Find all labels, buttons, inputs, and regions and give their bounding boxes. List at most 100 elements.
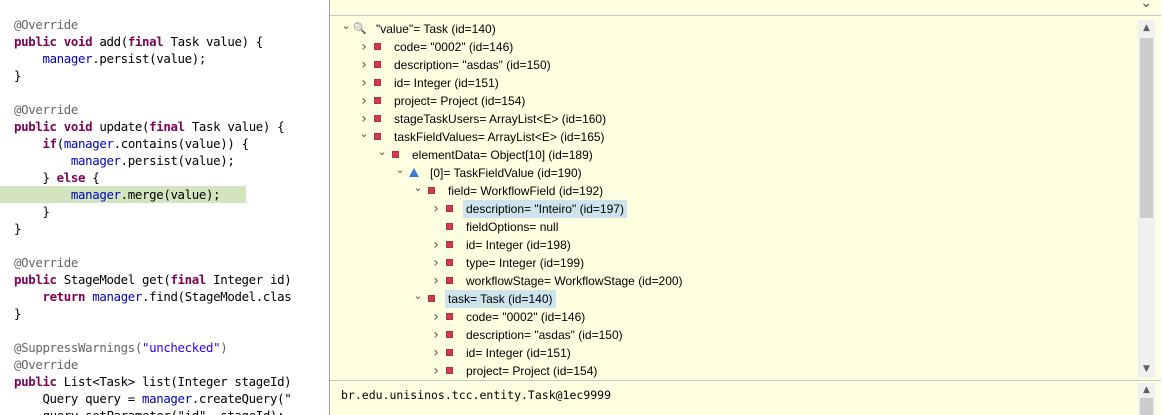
tree-node-label[interactable]: description= "Inteiro" (id=197) xyxy=(463,200,627,218)
collapse-chevron-icon[interactable]: › xyxy=(433,201,439,217)
tree-node-label[interactable]: fieldOptions= null xyxy=(466,220,559,234)
code-token: @Override xyxy=(14,255,78,270)
code-token: .find(StageModel.clas xyxy=(142,289,292,304)
field-private-icon xyxy=(446,277,453,284)
field-private-icon xyxy=(374,133,381,140)
collapse-chevron-icon[interactable]: › xyxy=(361,39,367,55)
collapse-chevron-icon[interactable]: › xyxy=(433,363,439,378)
code-token xyxy=(14,153,71,168)
code-token: @Override xyxy=(14,357,78,372)
code-token: .persist(value); xyxy=(120,153,235,168)
code-line[interactable]: public List<Task> list(Integer stageId) xyxy=(14,373,292,390)
expand-chevron-icon[interactable]: ⌄ xyxy=(377,145,387,158)
popup-header: ⌄ xyxy=(330,0,1161,16)
tree-node-label[interactable]: project= Project (id=154) xyxy=(394,94,526,108)
code-line[interactable]: @Override xyxy=(14,16,78,33)
code-token: } xyxy=(14,221,22,236)
collapse-chevron-icon[interactable]: › xyxy=(361,75,367,91)
expand-chevron-icon[interactable]: ⌄ xyxy=(341,20,351,32)
code-line[interactable]: } else { xyxy=(14,169,99,186)
tree-node-label[interactable]: type= Integer (id=199) xyxy=(466,256,585,270)
code-token: return xyxy=(42,289,86,304)
code-token: void xyxy=(63,119,93,134)
tree-node-label[interactable]: code= "0002" (id=146) xyxy=(466,310,586,324)
search-icon: 🔍 xyxy=(353,23,367,35)
tree-node-label[interactable]: id= Integer (id=151) xyxy=(394,76,499,90)
expand-chevron-icon[interactable]: ⌄ xyxy=(413,181,423,194)
field-private-icon xyxy=(446,223,453,230)
field-private-icon xyxy=(374,97,381,104)
expand-chevron-icon[interactable]: ⌄ xyxy=(395,163,405,176)
tree-vertical-scrollbar[interactable]: ▲ ▼ xyxy=(1138,20,1155,378)
code-token: manager xyxy=(70,187,121,202)
code-line[interactable]: } xyxy=(14,220,21,237)
code-token: .persist(value); xyxy=(92,51,206,66)
code-line[interactable]: @SuppressWarnings("unchecked") xyxy=(14,339,228,356)
code-token: ( xyxy=(56,136,64,151)
tree-node-label[interactable]: taskFieldValues= ArrayList<E> (id=165) xyxy=(394,130,605,144)
tree-node-label[interactable]: project= Project (id=154) xyxy=(466,364,598,378)
code-line[interactable]: @Override xyxy=(14,356,78,373)
tree-node-label[interactable]: elementData= Object[10] (id=189) xyxy=(412,148,593,162)
code-token: if xyxy=(42,136,57,151)
tree-node-label[interactable]: id= Integer (id=198) xyxy=(466,238,571,252)
code-line[interactable]: } xyxy=(14,305,21,322)
collapse-chevron-icon[interactable]: › xyxy=(433,255,439,271)
scroll-down-arrow-icon[interactable]: ▼ xyxy=(1143,364,1150,374)
collapse-chevron-icon[interactable]: › xyxy=(361,111,367,127)
expand-chevron-icon[interactable]: ⌄ xyxy=(413,289,423,302)
field-private-icon xyxy=(374,61,381,68)
tree-node-label[interactable]: id= Integer (id=151) xyxy=(466,346,571,360)
scroll-up-arrow-icon[interactable]: ▲ xyxy=(1143,23,1150,33)
code-line[interactable]: } xyxy=(14,203,49,220)
detail-pane[interactable]: br.edu.unisinos.tcc.entity.Task@1ec9999 … xyxy=(330,380,1161,415)
collapse-chevron-icon[interactable]: › xyxy=(433,309,439,325)
tree-node-label[interactable]: description= "asdas" (id=150) xyxy=(466,328,623,342)
tree-node-label[interactable]: code= "0002" (id=146) xyxy=(394,40,514,54)
collapse-chevron-icon[interactable]: › xyxy=(433,327,439,343)
tree-node-label[interactable]: stageTaskUsers= ArrayList<E> (id=160) xyxy=(394,112,607,126)
code-token xyxy=(57,119,64,134)
detail-vertical-scrollbar[interactable]: ▲ xyxy=(1138,383,1155,415)
tree-node-label[interactable]: description= "asdas" (id=150) xyxy=(394,58,551,72)
code-line[interactable]: manager.persist(value); xyxy=(14,152,235,169)
variable-tree[interactable]: ⌄🔍"value"= Task (id=140)›code= "0002" (i… xyxy=(330,20,1138,378)
code-token: .createQuery(" xyxy=(191,391,292,406)
code-token xyxy=(14,136,42,151)
code-token: public xyxy=(14,34,57,49)
highlighted-code-line[interactable]: manager.merge(value); xyxy=(0,186,246,203)
code-line[interactable]: } xyxy=(14,67,21,84)
code-line[interactable]: if(manager.contains(value)) { xyxy=(14,135,249,152)
collapse-chevron-icon[interactable]: › xyxy=(361,93,367,109)
code-line[interactable]: @Override xyxy=(14,101,78,118)
tree-node-label[interactable]: field= WorkflowField (id=192) xyxy=(448,184,604,198)
tree-node-label[interactable]: [0]= TaskFieldValue (id=190) xyxy=(430,166,582,180)
collapse-chevron-icon[interactable]: › xyxy=(433,273,439,289)
code-line[interactable]: @Override xyxy=(14,254,78,271)
code-token: @Override xyxy=(14,17,78,32)
code-line[interactable]: Query query = manager.createQuery(" xyxy=(14,390,291,407)
scrollbar-thumb[interactable] xyxy=(1140,398,1153,415)
chevron-down-icon[interactable]: ⌄ xyxy=(1140,0,1152,11)
scrollbar-thumb[interactable] xyxy=(1140,38,1153,218)
code-line[interactable]: query.setParameter("id", stageId); xyxy=(14,407,284,415)
collapse-chevron-icon[interactable]: › xyxy=(433,237,439,253)
code-line[interactable]: manager.persist(value); xyxy=(14,50,206,67)
field-private-icon xyxy=(446,205,453,212)
code-token: manager xyxy=(141,391,192,406)
tree-node-label[interactable]: workflowStage= WorkflowStage (id=200) xyxy=(466,274,683,288)
code-token: Task value) { xyxy=(163,34,263,49)
code-line[interactable]: public void update(final Task value) { xyxy=(14,118,285,135)
tree-node-label[interactable]: "value"= Task (id=140) xyxy=(376,22,496,36)
code-line[interactable]: public StageModel get(final Integer id) xyxy=(14,271,292,288)
scroll-up-arrow-icon[interactable]: ▲ xyxy=(1143,385,1150,395)
code-line[interactable]: return manager.find(StageModel.clas xyxy=(14,288,291,305)
expand-chevron-icon[interactable]: ⌄ xyxy=(359,127,369,140)
code-line[interactable]: public void add(final Task value) { xyxy=(14,33,263,50)
collapse-chevron-icon[interactable]: › xyxy=(361,57,367,73)
field-private-icon xyxy=(446,367,453,374)
code-token: @SuppressWarnings( xyxy=(14,340,142,355)
collapse-chevron-icon[interactable]: › xyxy=(433,345,439,361)
tree-node-label[interactable]: task= Task (id=140) xyxy=(445,290,556,308)
